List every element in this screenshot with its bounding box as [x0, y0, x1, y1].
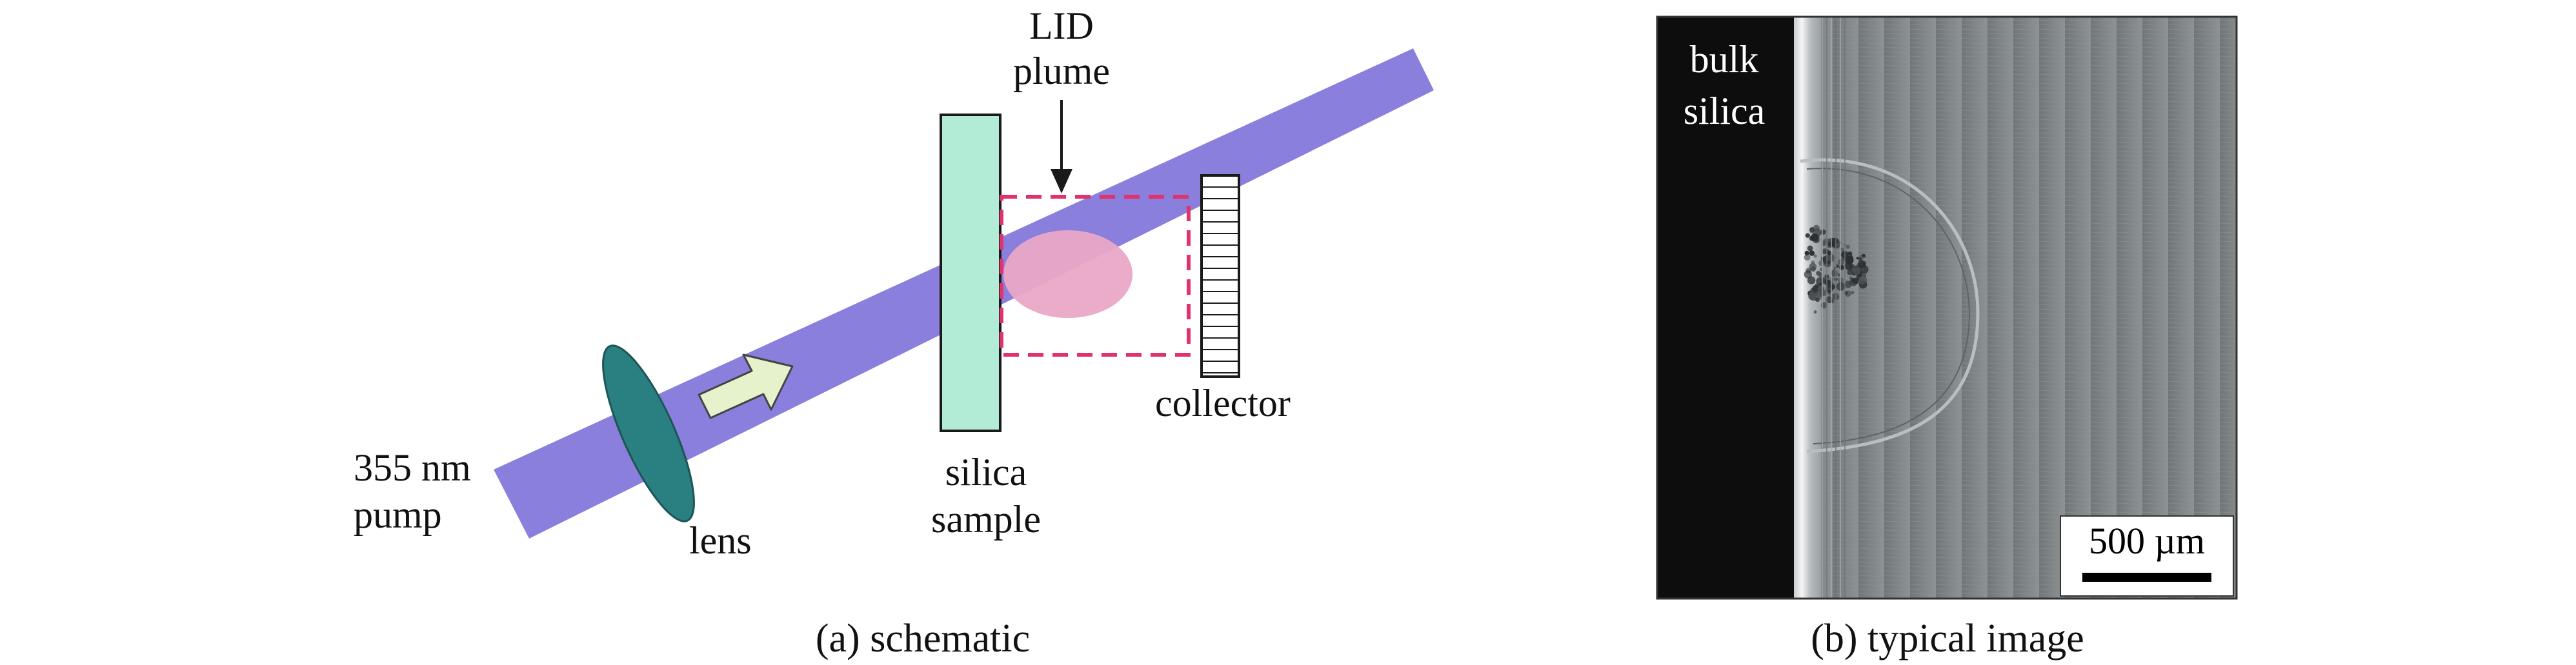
propagation-arrow [698, 353, 794, 419]
bulk-label: bulk [1690, 38, 1759, 81]
panel-b-image: bulk silica 500 µm (b) typical image [1656, 15, 2238, 660]
scalebar-bar [2082, 573, 2211, 582]
pump-wavelength-label: 355 nm [354, 446, 471, 489]
collector [1200, 174, 1240, 378]
micrograph-frame [1656, 15, 2238, 600]
damage-crater-arc [1800, 158, 1980, 453]
scalebar-label: 500 µm [2089, 520, 2205, 562]
debris-cluster [1804, 17, 1869, 599]
sample-label: sample [931, 498, 1041, 541]
lens-label: lens [689, 519, 752, 562]
bulk-silica-region [1657, 17, 1794, 599]
collector-label: collector [1155, 382, 1291, 424]
lid-plume [1003, 230, 1132, 318]
plume-pointer-arrow [1051, 100, 1072, 194]
pump-label: pump [354, 493, 442, 536]
lens [602, 344, 695, 522]
silica-label: silica [945, 451, 1027, 493]
lid-label: LID [1029, 5, 1094, 47]
silica-bulk-label: silica [1684, 90, 1766, 132]
panel-a-schematic: LID plume collector silica sample 355 nm… [354, 5, 1434, 660]
caption-b: (b) typical image [1811, 617, 2084, 660]
interface-band [1794, 17, 1821, 599]
silica-sample [940, 114, 1001, 432]
caption-a: (a) schematic [816, 617, 1030, 660]
plume-label: plume [1013, 50, 1110, 92]
damage-crater-arc-inner [1806, 168, 1971, 444]
scalebar: 500 µm [2060, 515, 2234, 597]
